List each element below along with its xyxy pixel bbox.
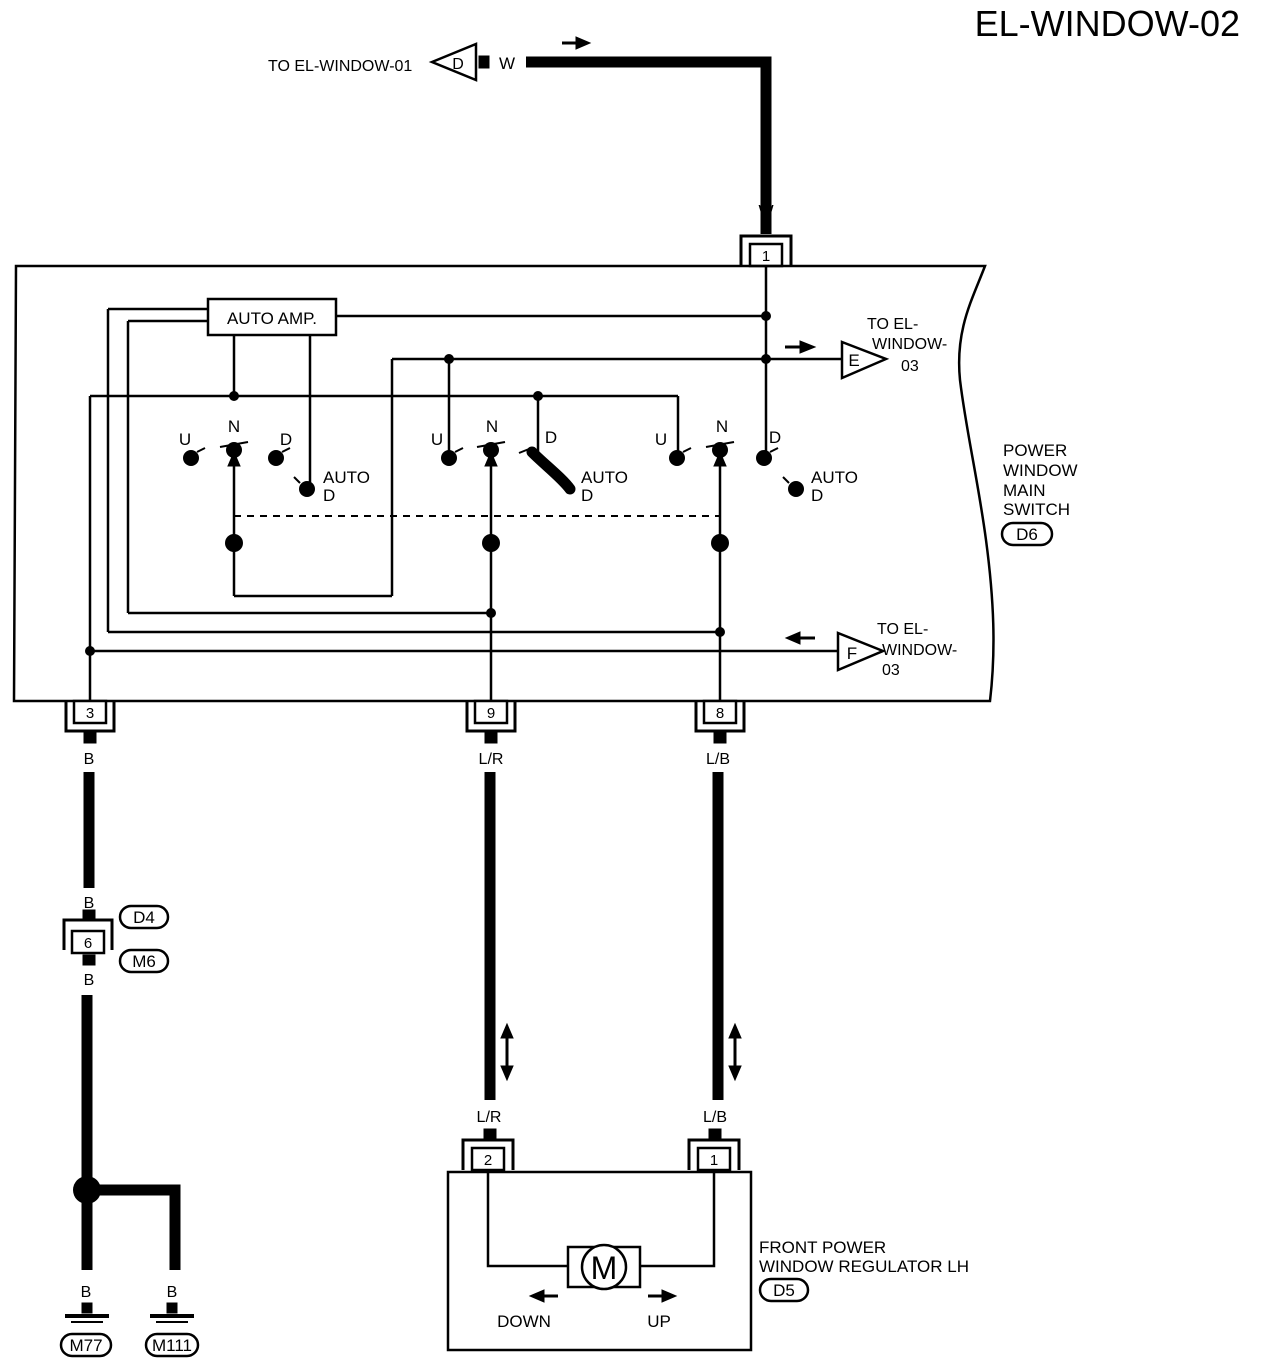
main-switch-pin-1: 1 [739,234,793,268]
power-feed-wire [526,56,772,234]
bidirectional-arrow-lb [728,1022,742,1082]
svg-text:2: 2 [484,1152,492,1169]
svg-text:F: F [847,644,857,663]
regulator-pin-2: 2 [461,1138,515,1172]
main-switch-label: POWER WINDOW MAIN SWITCH D6 [1000,441,1078,547]
svg-text:U: U [431,430,443,449]
svg-text:03: 03 [901,358,919,375]
motor-direction-arrows: DOWN UP [497,1289,678,1331]
main-switch-pin-3: 3 [64,699,116,733]
svg-text:9: 9 [487,705,495,722]
svg-text:1: 1 [710,1152,718,1169]
svg-text:U: U [179,430,191,449]
motor-symbol: M [566,1243,642,1291]
svg-text:TO EL-: TO EL- [877,621,928,638]
wire-color-ground-left: B [81,1284,92,1301]
svg-text:AUTO: AUTO [581,468,628,487]
flow-arrow-right-top [562,36,592,50]
wire-color-lb-bottom: L/B [703,1109,727,1126]
svg-text:AUTO AMP.: AUTO AMP. [227,309,317,328]
svg-text:SWITCH: SWITCH [1003,500,1070,519]
svg-text:TO EL-: TO EL- [867,316,918,333]
bidirectional-arrow-lr [500,1022,514,1082]
svg-text:M6: M6 [132,952,156,971]
motor-wiring [486,1170,716,1268]
svg-text:D4: D4 [133,908,155,927]
ground-branch [100,1184,181,1270]
window-switch-right: U N D AUTO D [655,417,858,505]
wire-color-ground-top: B [84,751,95,768]
page-title: EL-WINDOW-02 [975,3,1240,44]
ground-symbol-m111: M111 [144,1302,200,1358]
internal-wiring [88,266,842,705]
inline-connector-6: 6 [62,918,114,955]
ground-symbol-m77: M77 [59,1302,113,1358]
svg-text:8: 8 [716,705,724,722]
svg-text:3: 3 [86,705,94,722]
svg-text:MAIN: MAIN [1003,481,1046,500]
wire-color-power-top: W [499,54,515,73]
svg-text:M111: M111 [152,1336,192,1355]
svg-text:WINDOW-: WINDOW- [872,336,947,353]
wire-color-lb-top: L/B [706,751,730,768]
ground-splice [73,1176,101,1204]
svg-text:1: 1 [762,248,770,265]
svg-text:N: N [486,417,498,436]
regulator-label: FRONT POWER WINDOW REGULATOR LH D5 [758,1238,969,1303]
svg-text:U: U [655,430,667,449]
svg-text:D: D [545,428,557,447]
wire-color-ground-low: B [84,972,95,989]
main-switch-pin-8: 8 [694,699,746,733]
svg-text:AUTO: AUTO [811,468,858,487]
svg-text:FRONT POWER: FRONT POWER [759,1238,886,1257]
wire-color-ground-mid: B [84,895,95,912]
main-switch-housing [12,264,995,703]
svg-text:E: E [848,351,859,370]
main-switch-pin-9: 9 [465,699,517,733]
svg-text:D: D [280,430,292,449]
junction-dots [85,311,771,656]
window-switch-middle: U N D AUTO D [431,417,628,505]
svg-text:N: N [716,417,728,436]
wire-color-power-pin: W [758,203,774,220]
connector-d-letter: D [452,56,464,73]
svg-text:03: 03 [882,662,900,679]
svg-text:6: 6 [84,935,92,952]
connector-f-to-el-window-03: F TO EL- WINDOW- 03 [784,621,957,679]
svg-text:DOWN: DOWN [497,1312,551,1331]
svg-text:M: M [591,1250,618,1286]
svg-text:D: D [769,428,781,447]
svg-text:WINDOW-: WINDOW- [882,642,957,659]
main-switch-code: D6 [1016,525,1038,544]
wire-color-ground-right: B [167,1284,178,1301]
svg-text:WINDOW: WINDOW [1003,461,1078,480]
wire-color-lr-top: L/R [479,751,504,768]
svg-text:D: D [811,486,823,505]
svg-text:D: D [323,486,335,505]
inline-connector-codes: D4 M6 [118,904,170,974]
regulator-code: D5 [773,1281,795,1300]
svg-text:D: D [581,486,593,505]
svg-text:UP: UP [647,1312,671,1331]
svg-text:N: N [228,417,240,436]
svg-text:WINDOW REGULATOR LH: WINDOW REGULATOR LH [759,1257,969,1276]
svg-text:AUTO: AUTO [323,468,370,487]
wire-color-lr-bottom: L/R [477,1109,502,1126]
connector-d-to-el-window-01: TO EL-WINDOW-01 D [268,42,490,82]
to-el-window-01-label: TO EL-WINDOW-01 [268,58,412,75]
connector-e-to-el-window-03: E TO EL- WINDOW- 03 [785,316,947,380]
svg-text:POWER: POWER [1003,441,1067,460]
regulator-pin-1: 1 [687,1138,741,1172]
auto-amp-box: AUTO AMP. [206,297,338,337]
window-switch-left: U N D AUTO D [179,417,370,505]
svg-text:M77: M77 [69,1336,102,1355]
